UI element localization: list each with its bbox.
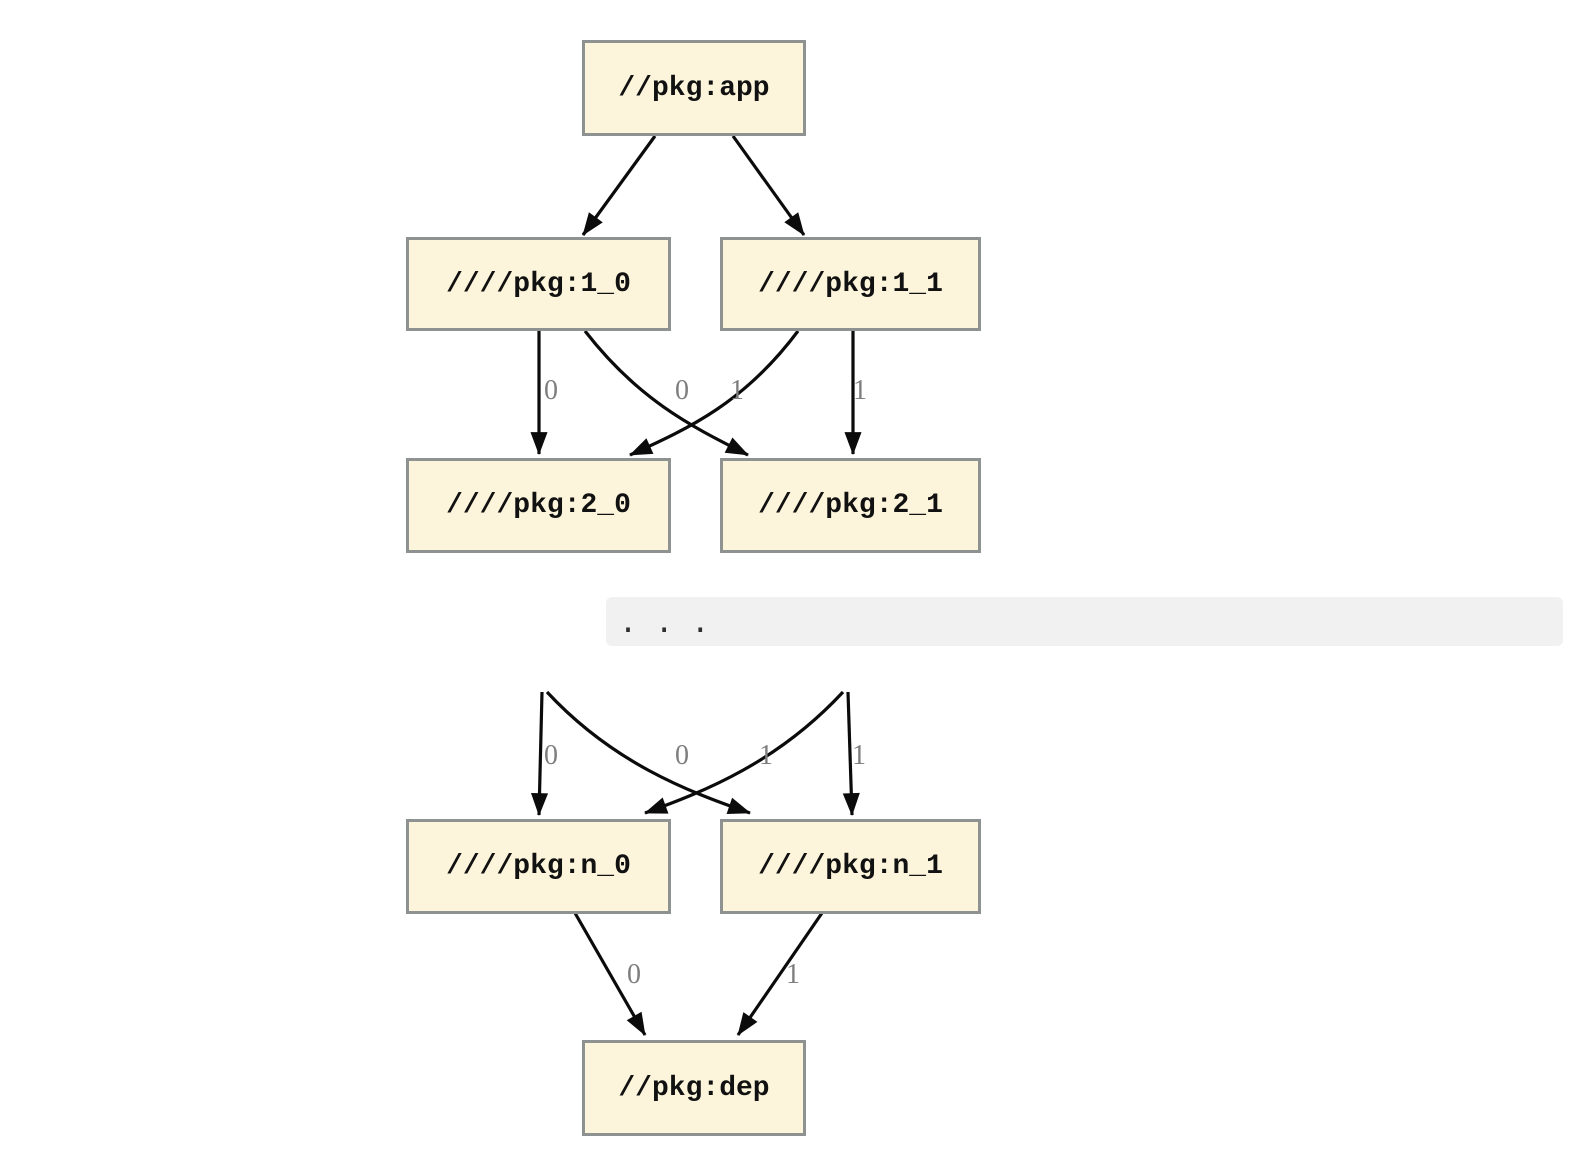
edge-1_1-2_0 [629,330,800,457]
edge-label-prev2-n_0: 0 [675,740,689,771]
node-pkg-app: //pkg:app [582,40,806,136]
edge-prev2-n_0 [644,690,845,815]
node-pkg-dep: //pkg:dep [582,1040,806,1136]
edge-label-1_1-2_0: 0 [675,375,689,406]
ellipsis-band: . . . [606,597,1563,646]
node-pkg-2-1: ////pkg:2_1 [720,458,981,553]
edge-n_1-dep [736,912,824,1036]
edge-label-prev2-n_1: 1 [852,740,866,771]
edge-n_0-dep [573,912,647,1036]
edge-label-1_0-2_0: 0 [544,375,558,406]
edge-prev2-n_1 [842,691,860,816]
edge-label-n_1-dep: 1 [786,959,800,990]
edge-app-1_0 [581,135,657,236]
edge-label-n_0-dep: 0 [627,959,641,990]
edge-app-1_1 [731,135,806,236]
edge-prev-n_0 [530,691,549,816]
edge-1_0-2_1 [583,330,749,457]
node-pkg-1-0: ////pkg:1_0 [406,237,671,331]
node-pkg-n-1: ////pkg:n_1 [720,819,981,914]
edge-label-1_0-2_1: 1 [730,375,744,406]
edge-label-prev-n_0: 0 [544,740,558,771]
edge-label-prev-n_1: 1 [759,740,773,771]
edge-prev-n_1 [545,690,751,815]
node-pkg-n-0: ////pkg:n_0 [406,819,671,914]
edge-label-1_1-2_1: 1 [853,375,867,406]
node-pkg-1-1: ////pkg:1_1 [720,237,981,331]
node-pkg-2-0: ////pkg:2_0 [406,458,671,553]
ellipsis-dots: . . . [619,605,710,640]
